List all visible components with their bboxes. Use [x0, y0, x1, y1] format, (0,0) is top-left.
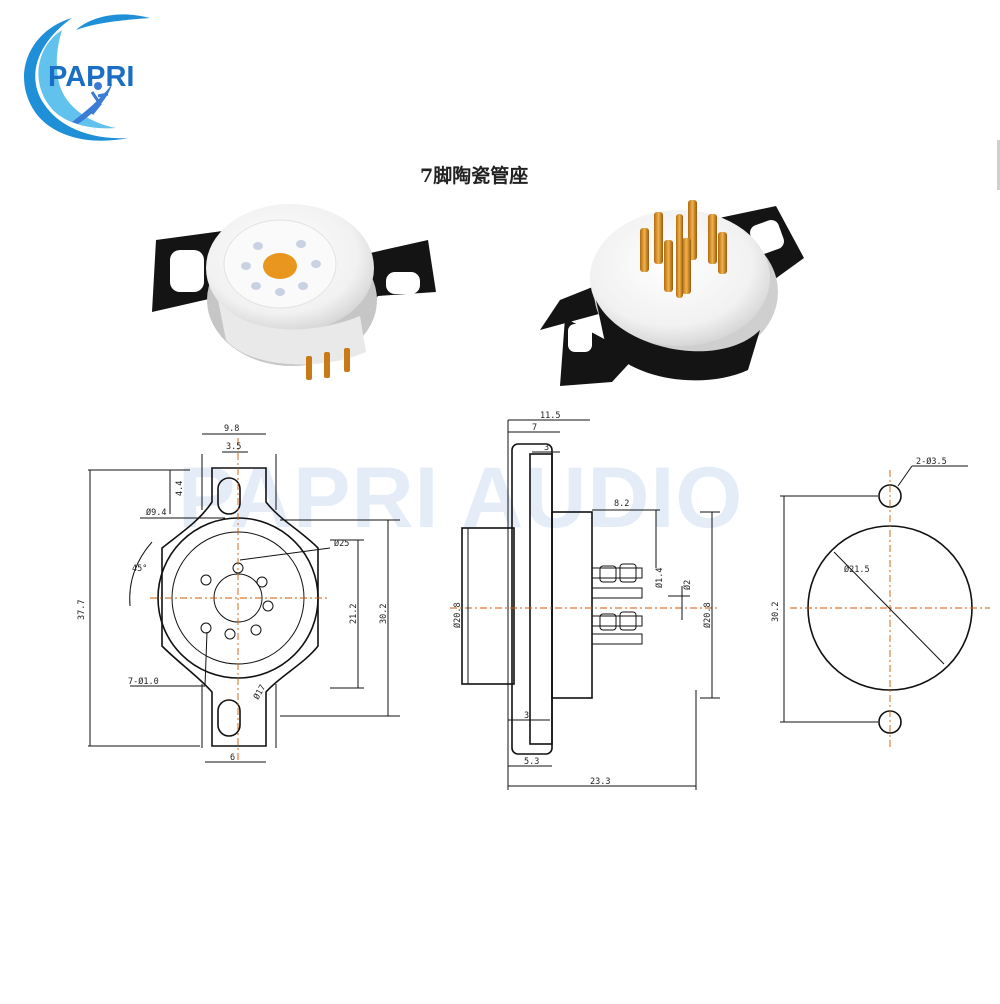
socket-bottom-render — [540, 200, 804, 386]
dim-center-pin: Ø2 — [682, 580, 693, 590]
papri-logo: PAPRI — [24, 14, 150, 141]
dim-holes: 2-Ø3.5 — [916, 456, 947, 467]
surfer-icon — [72, 82, 112, 124]
dim-top-7: 7 — [532, 423, 537, 433]
dim-bottom: 6 — [230, 753, 235, 763]
edge-marker — [997, 140, 1000, 190]
socket-top-render — [152, 204, 436, 380]
product-title: 7脚陶瓷管座 — [420, 164, 528, 187]
side-view-drawing: 11.5 7 3 8.2 Ø20.8 Ø20.8 Ø1.4 Ø2 3 5.3 2… — [450, 411, 720, 790]
dim-angle: 45° — [132, 564, 147, 574]
dim-body-dia: Ø20.8 — [702, 602, 713, 628]
dim-slot: 4.4 — [175, 481, 185, 496]
watermark: PAPRI AUDIO — [178, 450, 743, 546]
dim-inner-ring: Ø9.4 — [146, 507, 166, 518]
cutout-drawing: 2-Ø3.5 Ø21.5 30.2 — [771, 456, 990, 748]
dim-height-holes: 30.2 — [379, 604, 389, 624]
logo-text: PAPRI — [48, 61, 134, 93]
dim-top-3: 3 — [544, 443, 549, 453]
dim-outer: Ø25 — [334, 538, 349, 549]
dim-cutout-diameter: Ø21.5 — [844, 564, 870, 575]
dim-height-total: 37.7 — [77, 600, 87, 620]
dim-total: 23.3 — [590, 777, 610, 787]
dim-bottom-5: 5.3 — [524, 757, 539, 767]
dim-flange-3: 3 — [524, 711, 529, 721]
dim-pins: 7-Ø1.0 — [128, 676, 159, 687]
dim-pin-dia: Ø1.4 — [654, 568, 665, 588]
dim-flange-dia: Ø20.8 — [452, 602, 463, 628]
dim-top-inner: 3.5 — [226, 442, 241, 452]
solder-pins — [640, 200, 727, 298]
dim-height-mid: 21.2 — [349, 604, 359, 624]
dim-top-depth: 11.5 — [540, 411, 560, 421]
dim-pin-len: 8.2 — [614, 499, 629, 509]
dim-top-outer: 9.8 — [224, 424, 239, 434]
dim-cutout-spacing: 30.2 — [771, 602, 781, 622]
